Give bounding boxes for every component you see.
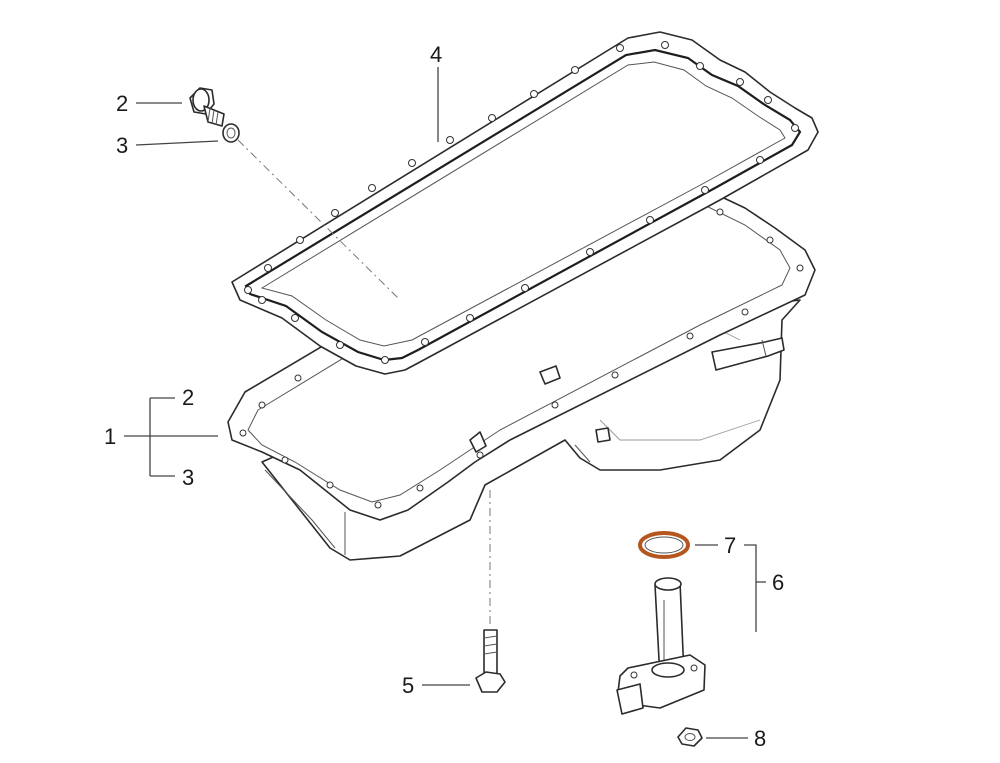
gasket-bolt-holes <box>244 41 799 364</box>
drain-plug-seal <box>222 123 240 143</box>
drain-plug <box>189 87 225 127</box>
gasket-outline <box>231 31 819 375</box>
callout-8: 8 <box>754 726 766 751</box>
callout-3: 3 <box>116 133 128 158</box>
hex-bolt <box>475 629 506 693</box>
callout-5: 5 <box>402 673 414 698</box>
callout-1-sub-3: 3 <box>182 465 194 490</box>
hex-nut <box>677 727 703 747</box>
oil-level-sensor <box>616 577 706 715</box>
callout-1-sub-2: 2 <box>182 385 194 410</box>
drain-plug-axis-line <box>237 139 401 301</box>
callout-4: 4 <box>430 42 442 67</box>
sensor-seal-ring <box>638 531 690 559</box>
callout-2: 2 <box>116 91 128 116</box>
callout-6: 6 <box>772 570 784 595</box>
oil-pan-tube <box>711 337 785 371</box>
callouts: 2 3 4 1 2 3 5 7 6 8 <box>104 42 784 751</box>
callout-7: 7 <box>724 533 736 558</box>
gasket-bead <box>244 48 802 362</box>
callout-1: 1 <box>104 424 116 449</box>
oil-pan-gasket <box>231 31 819 375</box>
